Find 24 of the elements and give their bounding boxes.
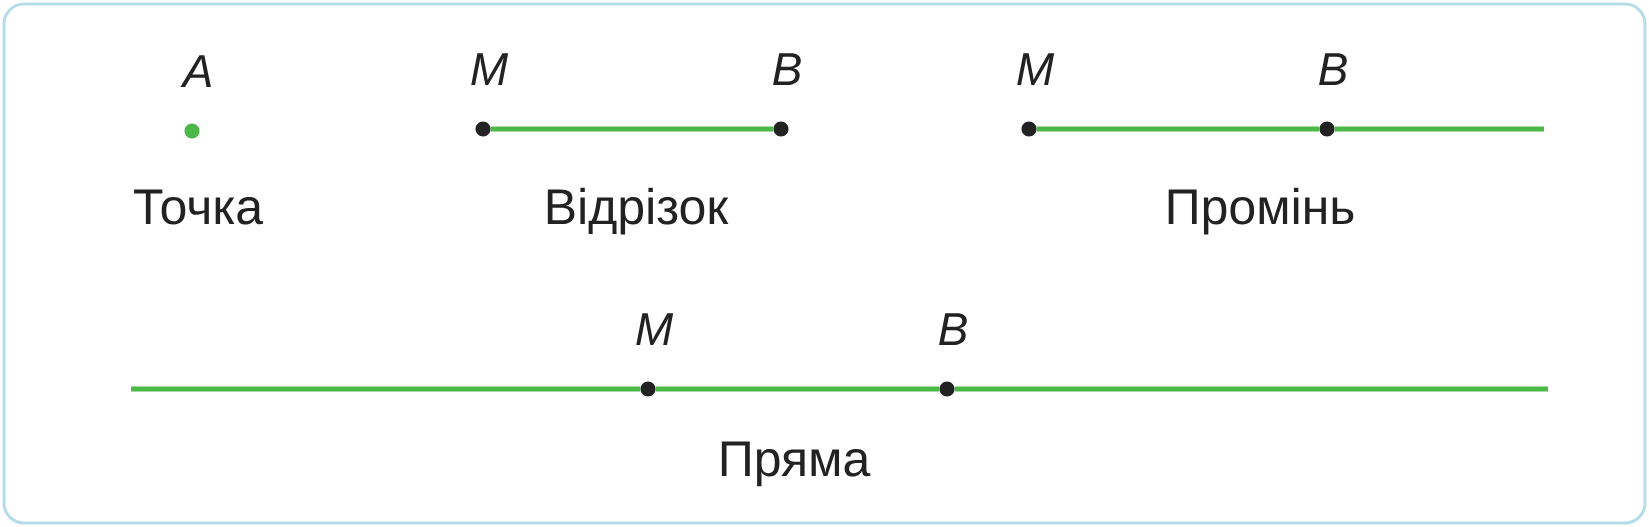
line [655, 386, 940, 392]
node-label: B [773, 53, 801, 85]
line [954, 386, 1548, 392]
node-label: A [180, 55, 211, 87]
node-label: B [939, 313, 967, 345]
point: M [1017, 53, 1055, 137]
node-label: M [636, 313, 674, 345]
caption: Відрізок [547, 187, 729, 235]
caption: Точка [134, 189, 264, 225]
node-label: B [1319, 53, 1347, 85]
point: B [773, 53, 801, 137]
line [131, 386, 641, 392]
point: B [1319, 53, 1347, 137]
caption: Пряма [721, 441, 871, 487]
line [1036, 126, 1320, 132]
caption: Промінь [1168, 187, 1354, 235]
line [1334, 126, 1544, 132]
node-label: M [1017, 53, 1055, 85]
line [490, 126, 774, 132]
node-label: M [471, 53, 509, 85]
point: M [471, 53, 509, 137]
point: B [939, 313, 967, 397]
point: M [636, 313, 674, 397]
point: A [180, 55, 211, 139]
